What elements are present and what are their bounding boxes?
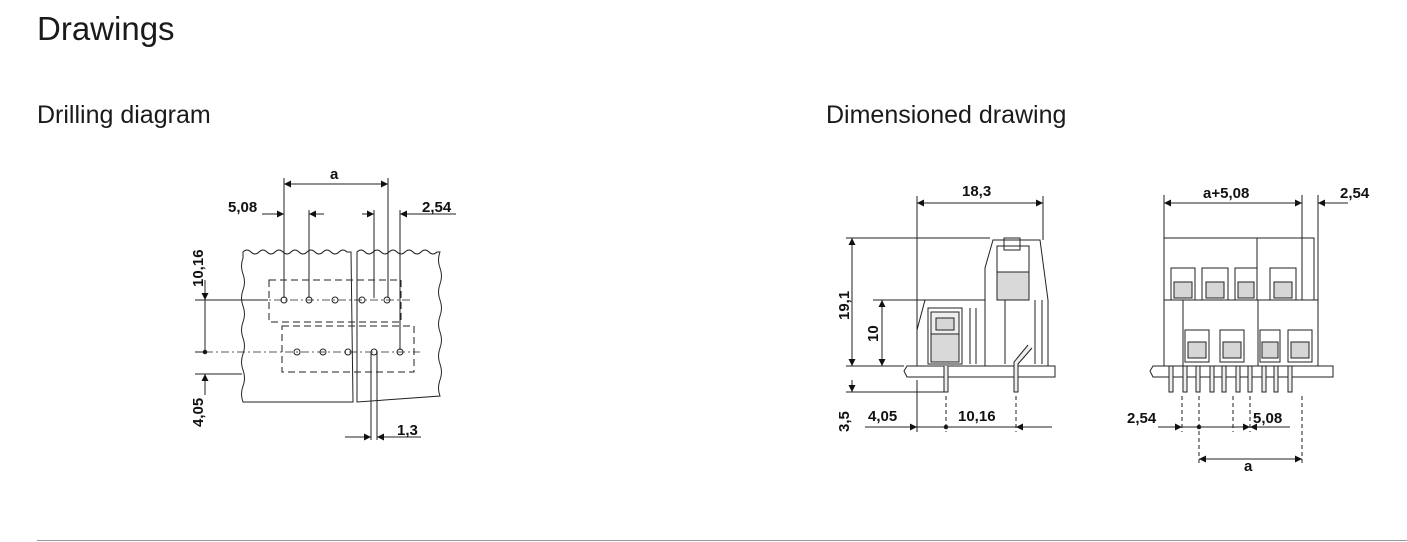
dim-front-width-label: a+5,08 [1203, 185, 1249, 202]
dim-front-offset-label: 2,54 [1340, 185, 1370, 202]
dim-side-spacing-label: 10,16 [958, 408, 996, 425]
dim-offset-label: 2,54 [422, 199, 452, 216]
dim-hole-label: 1,3 [397, 422, 418, 439]
dim-pin-label: 3,5 [836, 411, 853, 432]
pcb-board-left [241, 249, 354, 403]
page-title: Drawings [37, 10, 175, 47]
drilling-diagram [195, 178, 456, 441]
housing-upper-dashed [268, 279, 402, 323]
pcb-board-right [356, 249, 442, 403]
dim-side-edge-label: 4,05 [868, 408, 897, 425]
dim-a-label: a [330, 166, 339, 183]
dim-front-left-offset-label: 2,54 [1127, 410, 1157, 427]
dim-height-label: 19,1 [836, 291, 853, 320]
dim-edge-label: 4,05 [190, 398, 207, 427]
side-view-drawing [846, 196, 1056, 432]
dim-front-pitch-label: 5,08 [1253, 410, 1282, 427]
drilling-diagram-title: Drilling diagram [37, 101, 211, 129]
dimensioned-drawing-title: Dimensioned drawing [826, 101, 1067, 129]
dim-depth-label: 18,3 [962, 183, 991, 200]
dim-lower-height-label: 10 [865, 325, 882, 342]
housing-lower-dashed [281, 325, 415, 373]
dim-pitch-label: 5,08 [228, 199, 257, 216]
section-divider [37, 540, 1407, 541]
dim-row-spacing-label: 10,16 [190, 249, 207, 287]
front-view-drawing [1149, 195, 1348, 466]
dim-front-a-label: a [1244, 458, 1253, 475]
